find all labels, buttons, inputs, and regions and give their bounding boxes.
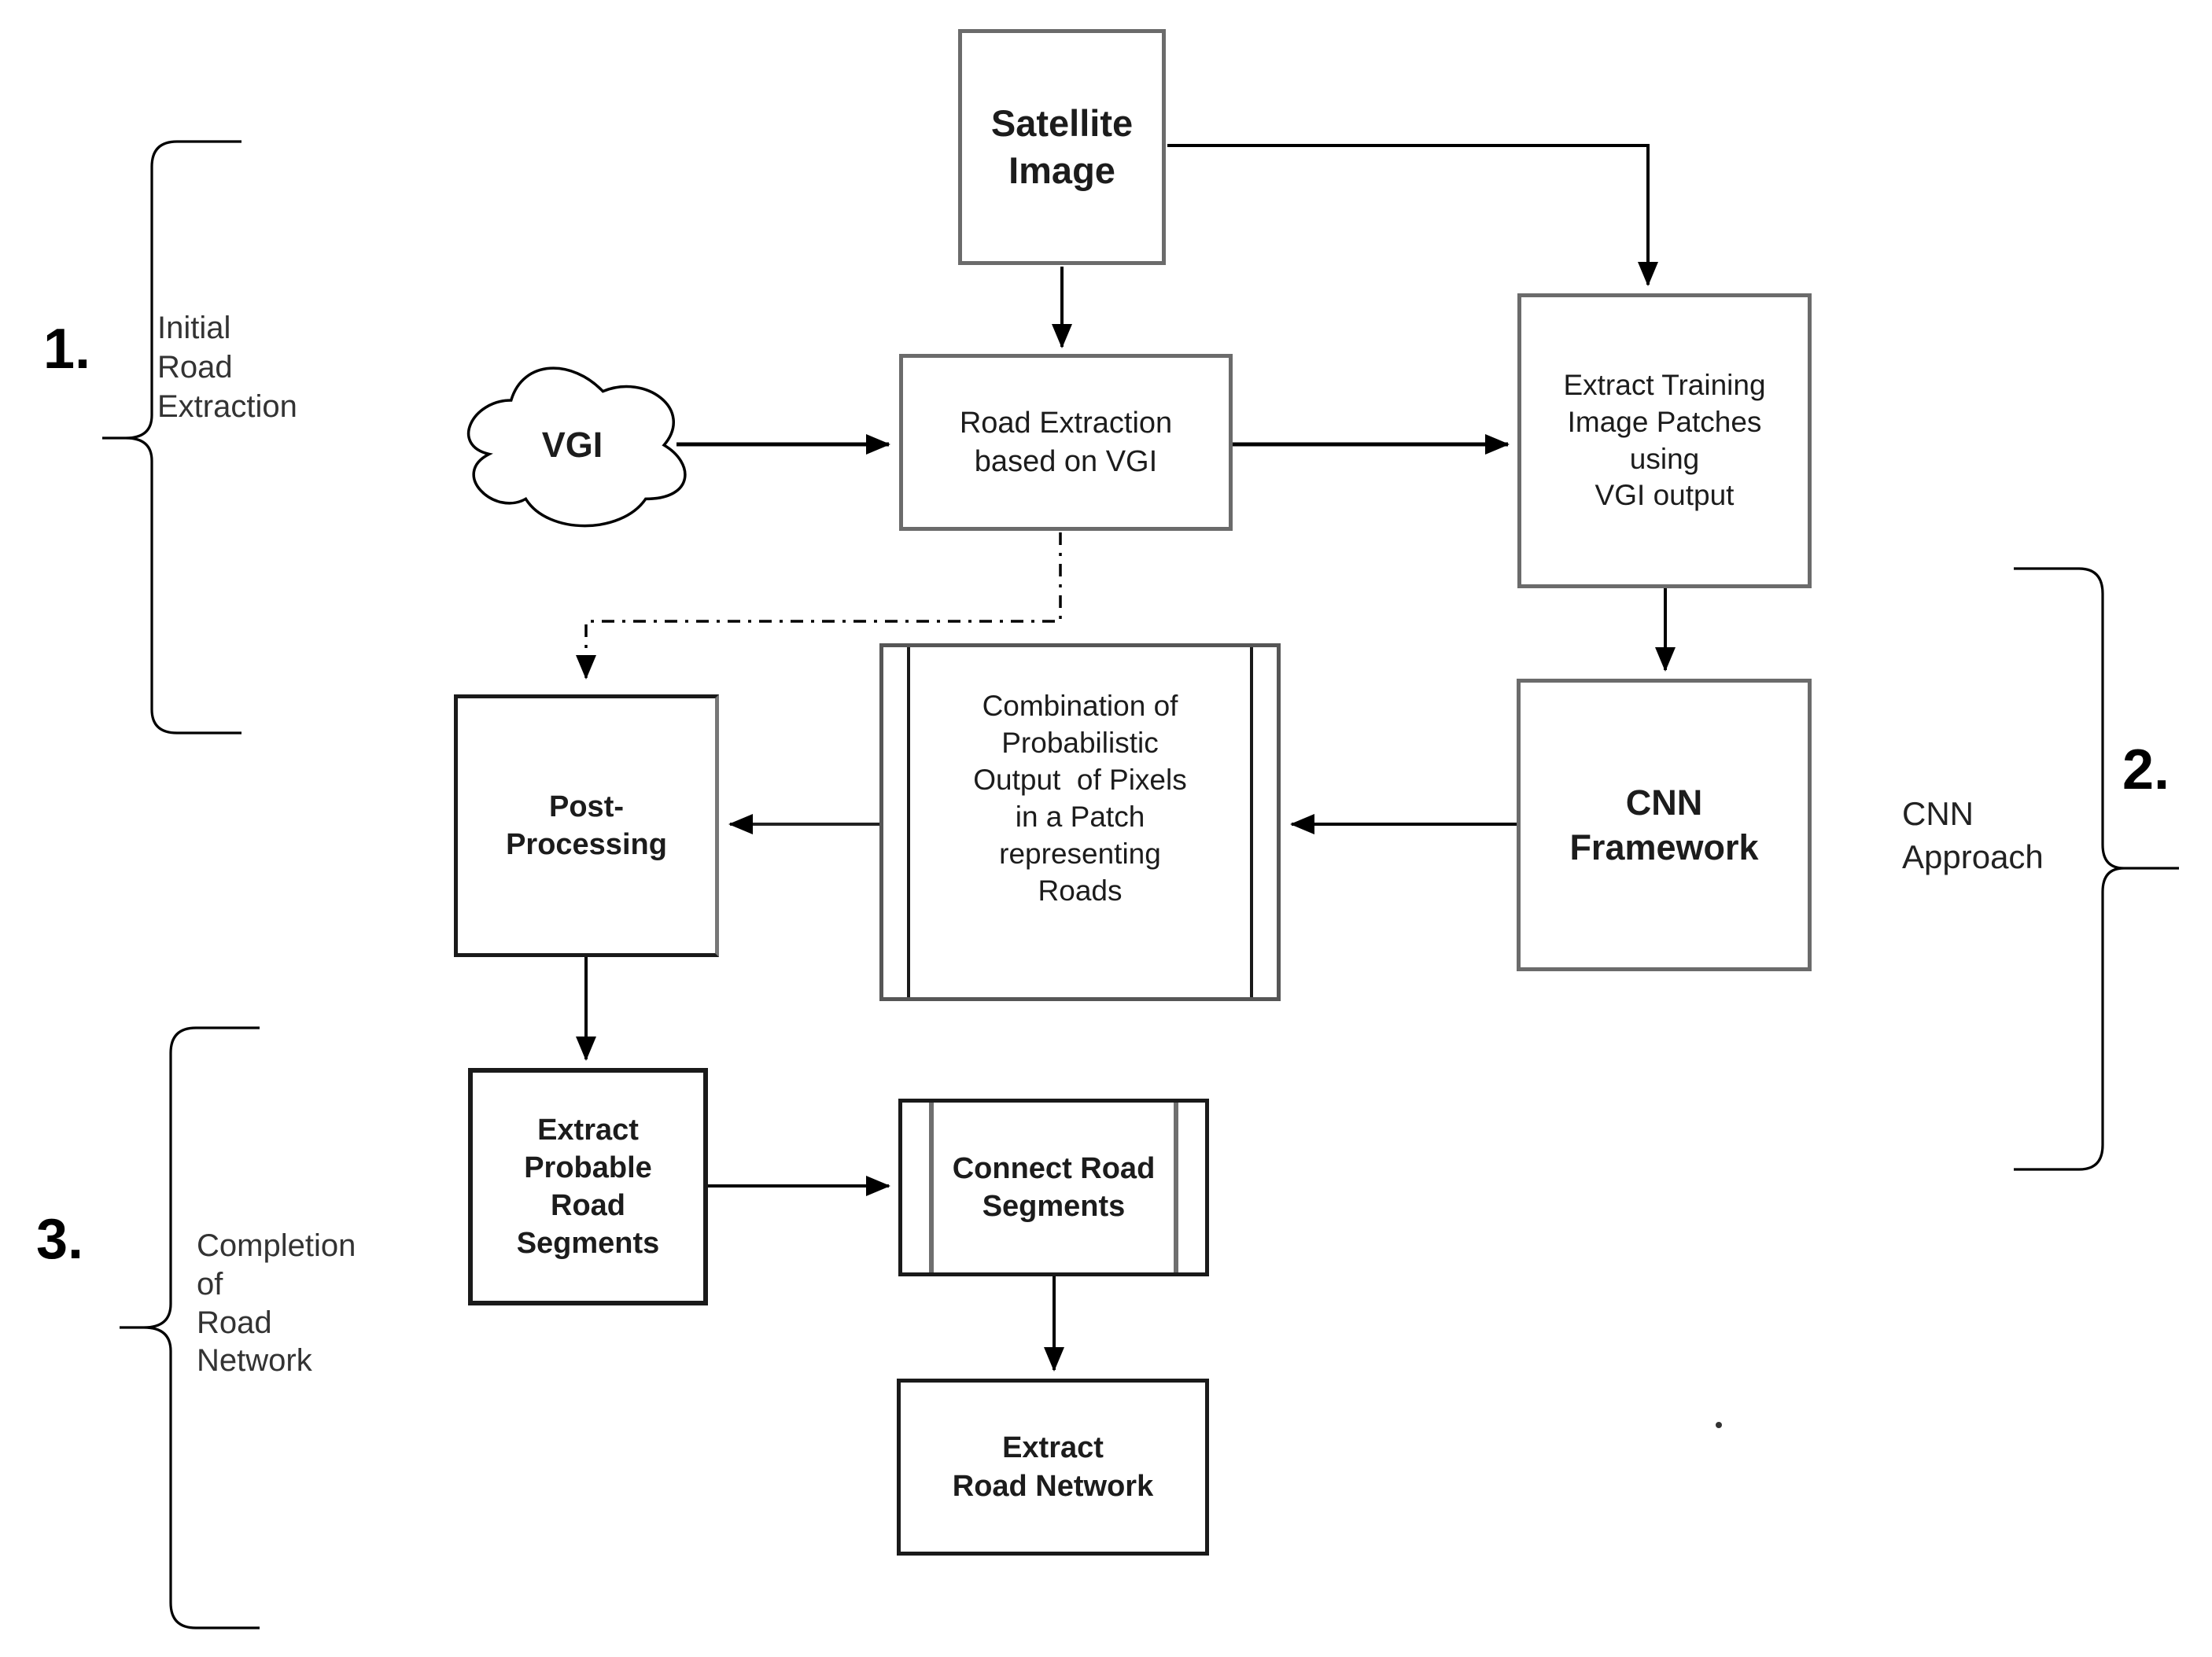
node-extract-training-patches: Extract Training Image Patches using VGI…: [1517, 293, 1812, 588]
section1-number: 1.: [43, 318, 91, 381]
section3-bracket: [120, 1026, 260, 1629]
node-extract-probable-segments: Extract Probable Road Segments: [468, 1068, 708, 1305]
edge-satellite-to-training: [1167, 144, 1658, 286]
edge-roadextraction-to-post-dashed: [576, 532, 1062, 679]
vgi-cloud-shape: [466, 366, 687, 528]
node-satellite-image: Satellite Image: [958, 29, 1166, 265]
section3-number: 3.: [36, 1208, 84, 1271]
node-connect-road-segments: Connect Road Segments: [898, 1099, 1209, 1276]
node-vgi-label: VGI: [541, 425, 603, 465]
node-probabilistic-combination: Combination of Probabilistic Output of P…: [879, 643, 1281, 1001]
section2-number: 2.: [2122, 738, 2170, 801]
section2-label: CNN Approach: [1902, 795, 2044, 875]
section3-label: Completion of Road Network: [197, 1228, 356, 1379]
section1-bracket: [102, 140, 241, 735]
section2-bracket: [2014, 567, 2179, 1171]
section1-label: Initial Road Extraction: [157, 311, 297, 424]
node-road-extraction: Road Extraction based on VGI: [899, 354, 1233, 531]
node-post-processing: Post- Processing: [454, 694, 719, 957]
node-extract-road-network: Extract Road Network: [897, 1379, 1209, 1556]
dot-artifact: [1716, 1422, 1722, 1428]
node-cnn-framework: CNN Framework: [1517, 679, 1812, 971]
